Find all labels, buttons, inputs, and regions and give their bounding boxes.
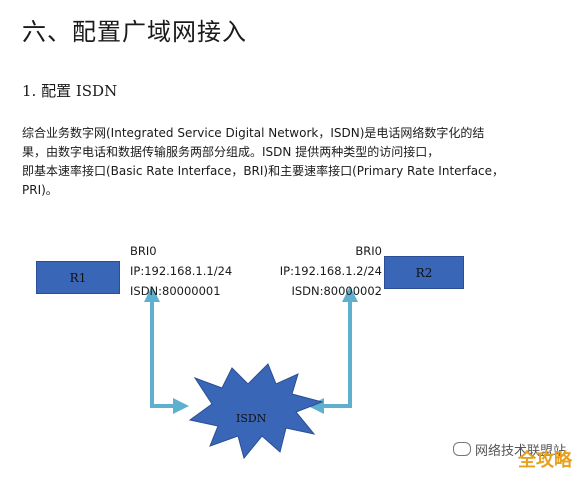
- r1-iface: BRI0: [130, 244, 157, 258]
- brand-logo-text: 全攻略: [518, 450, 572, 471]
- isdn-cloud-label: ISDN: [236, 412, 267, 425]
- r1-ip: IP:192.168.1.1/24: [130, 264, 233, 278]
- r2-interface-info: BRI0 IP:192.168.1.2/24 ISDN:80000002: [270, 244, 382, 299]
- intro-paragraph: 综合业务数字网(Integrated Service Digital Netwo…: [22, 124, 562, 200]
- r2-isdn-number: ISDN:80000002: [291, 284, 382, 298]
- page-title: 六、配置广域网接入: [22, 18, 247, 46]
- paragraph-line: 综合业务数字网(Integrated Service Digital Netwo…: [22, 126, 485, 140]
- router-r2-label: R2: [415, 265, 433, 280]
- section-heading: 1. 配置 ISDN: [22, 82, 118, 100]
- watermark: 网络技术联盟站: [452, 440, 566, 459]
- r2-iface: BRI0: [355, 244, 382, 258]
- r1-isdn-number: ISDN:80000001: [130, 284, 221, 298]
- paragraph-line: 果，由数字电话和数据传输服务两部分组成。ISDN 提供两种类型的访问接口，: [22, 145, 440, 159]
- r2-ip: IP:192.168.1.2/24: [279, 264, 382, 278]
- r2-link-arrow: [308, 286, 358, 414]
- paragraph-line: 即基本速率接口(Basic Rate Interface，BRI)和主要速率接口…: [22, 164, 505, 178]
- r1-interface-info: BRI0 IP:192.168.1.1/24 ISDN:80000001: [130, 244, 232, 299]
- wechat-icon: [452, 442, 471, 456]
- router-r2: R2: [384, 256, 464, 289]
- watermark-text: 网络技术联盟站: [474, 444, 566, 459]
- router-r1: R1: [36, 261, 120, 294]
- r1-link-arrow: [144, 286, 189, 414]
- router-r1-label: R1: [69, 270, 87, 285]
- paragraph-line: PRI)。: [22, 183, 58, 197]
- isdn-cloud-shape: [188, 363, 324, 460]
